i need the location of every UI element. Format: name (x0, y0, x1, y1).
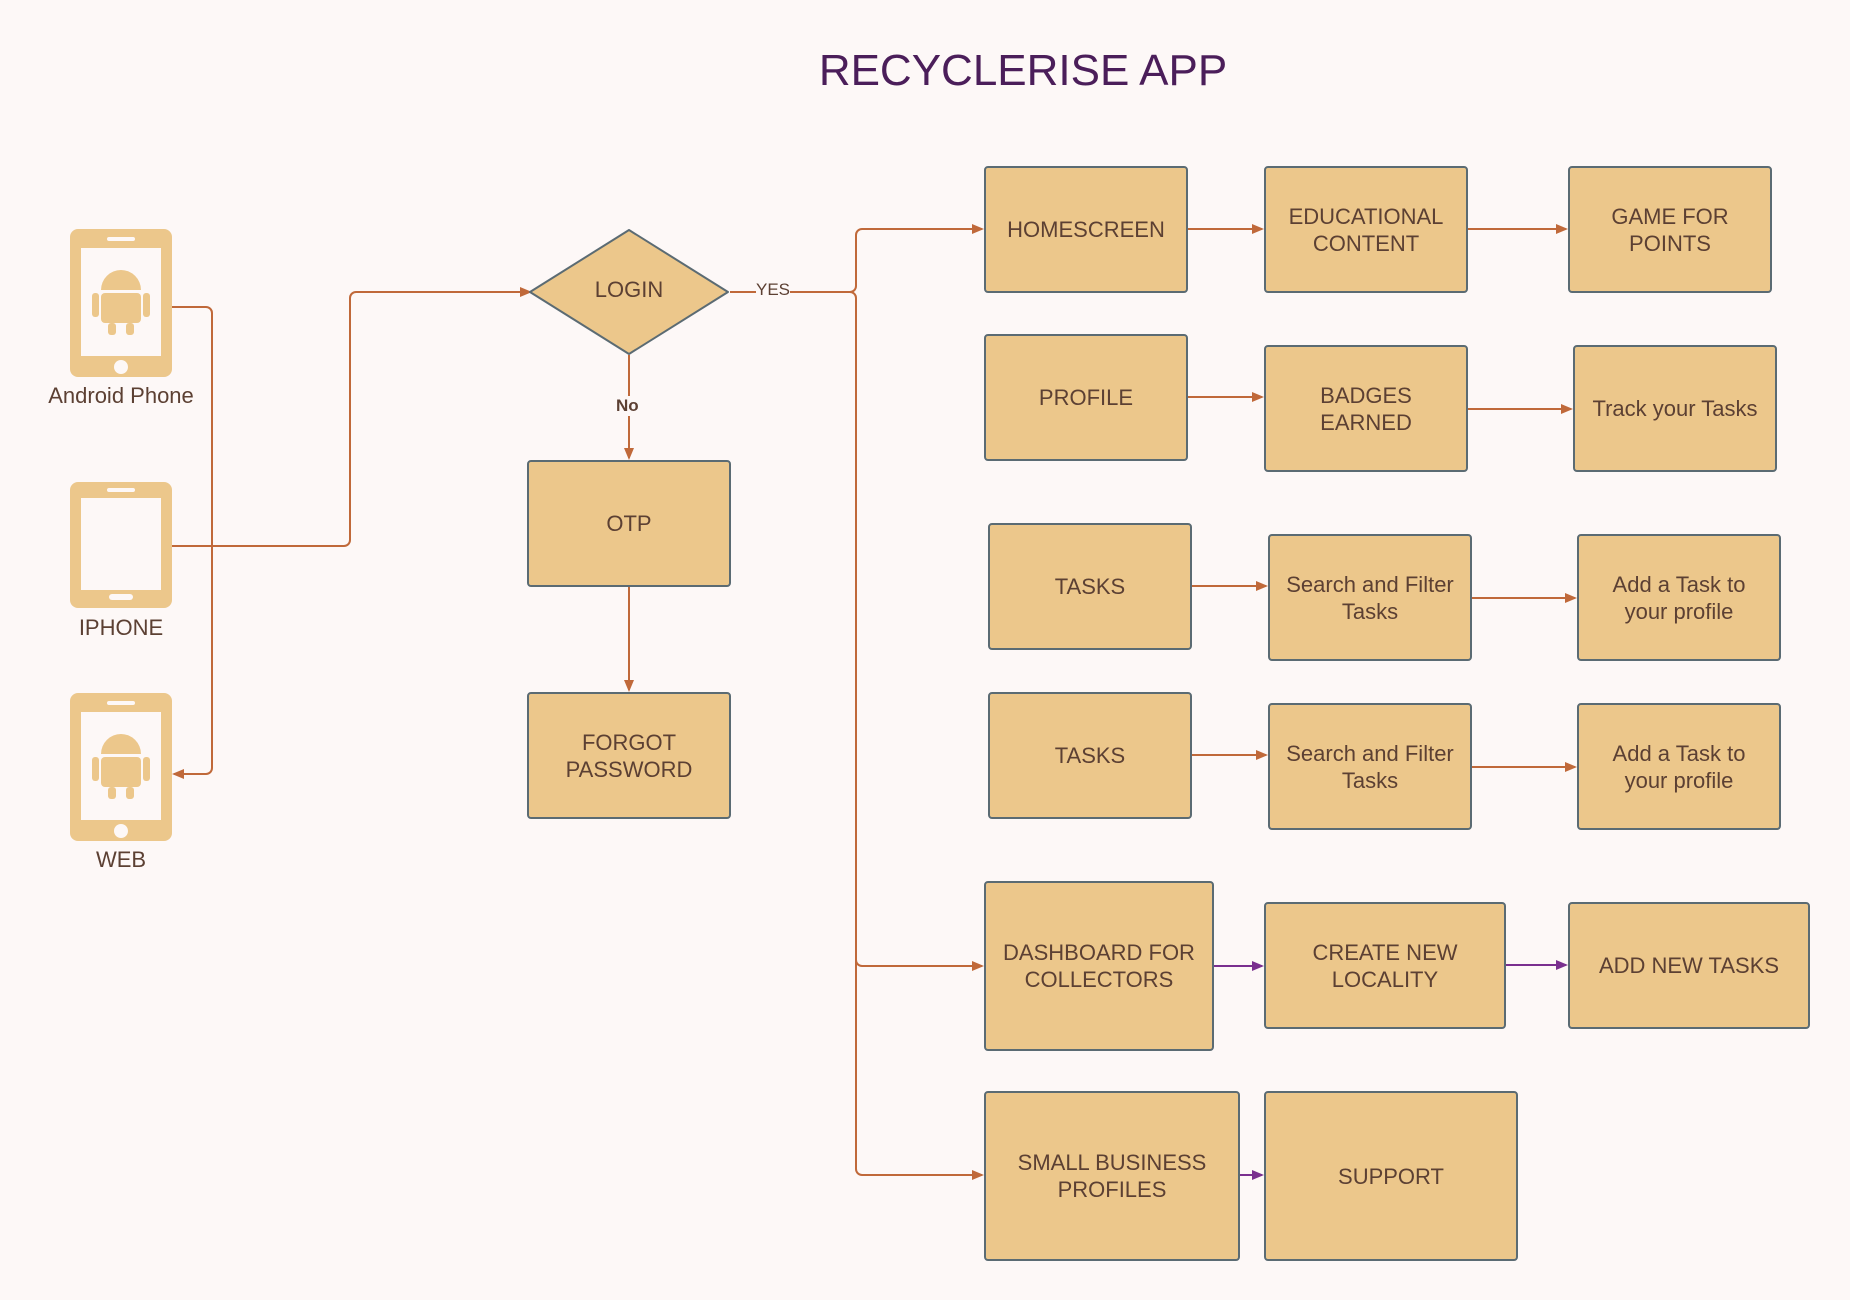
device-label-android: Android Phone (48, 383, 194, 408)
dashboard-collectors-node[interactable]: DASHBOARD FOR COLLECTORS (984, 881, 1214, 1051)
track-tasks-node[interactable]: Track your Tasks (1573, 345, 1777, 472)
create-locality-node[interactable]: CREATE NEW LOCALITY (1264, 902, 1506, 1029)
add-task-node[interactable]: Add a Task to your profile (1577, 534, 1781, 661)
otp-node[interactable]: OTP (527, 460, 731, 587)
educational-content-node[interactable]: EDUCATIONAL CONTENT (1264, 166, 1468, 293)
edge-to-dashboard (855, 959, 984, 971)
profile-node[interactable]: PROFILE (984, 334, 1188, 461)
tasks-node[interactable]: TASKS (988, 692, 1192, 819)
edge-login-yes (730, 291, 857, 1169)
search-filter-node[interactable]: Search and Filter Tasks (1268, 703, 1472, 830)
no-edge-label: No (616, 396, 639, 416)
add-task-node[interactable]: Add a Task to your profile (1577, 703, 1781, 830)
login-label: LOGIN (594, 277, 664, 302)
support-node[interactable]: SUPPORT (1264, 1091, 1518, 1261)
edge-devices-to-login (172, 287, 532, 547)
edge-to-small-business (855, 1168, 984, 1180)
android-phone-icon (70, 229, 172, 377)
forgot-password-node[interactable]: FORGOT PASSWORD (527, 692, 731, 819)
search-filter-node[interactable]: Search and Filter Tasks (1268, 534, 1472, 661)
yes-edge-label: YES (756, 280, 791, 300)
small-business-node[interactable]: SMALL BUSINESS PROFILES (984, 1091, 1240, 1261)
homescreen-node[interactable]: HOMESCREEN (984, 166, 1188, 293)
diagram-title: RECYCLERISE APP (818, 46, 1228, 95)
edge-to-homescreen (849, 224, 984, 293)
device-label-iphone: IPHONE (78, 615, 164, 640)
tasks-node[interactable]: TASKS (988, 523, 1192, 650)
edge-android-to-web (172, 306, 213, 779)
game-for-points-node[interactable]: GAME FOR POINTS (1568, 166, 1772, 293)
badges-earned-node[interactable]: BADGES EARNED (1264, 345, 1468, 472)
add-new-tasks-node[interactable]: ADD NEW TASKS (1568, 902, 1810, 1029)
device-label-web: WEB (95, 847, 147, 872)
android-phone-icon (70, 693, 172, 841)
login-decision[interactable] (529, 229, 729, 355)
iphone-icon (70, 482, 172, 608)
